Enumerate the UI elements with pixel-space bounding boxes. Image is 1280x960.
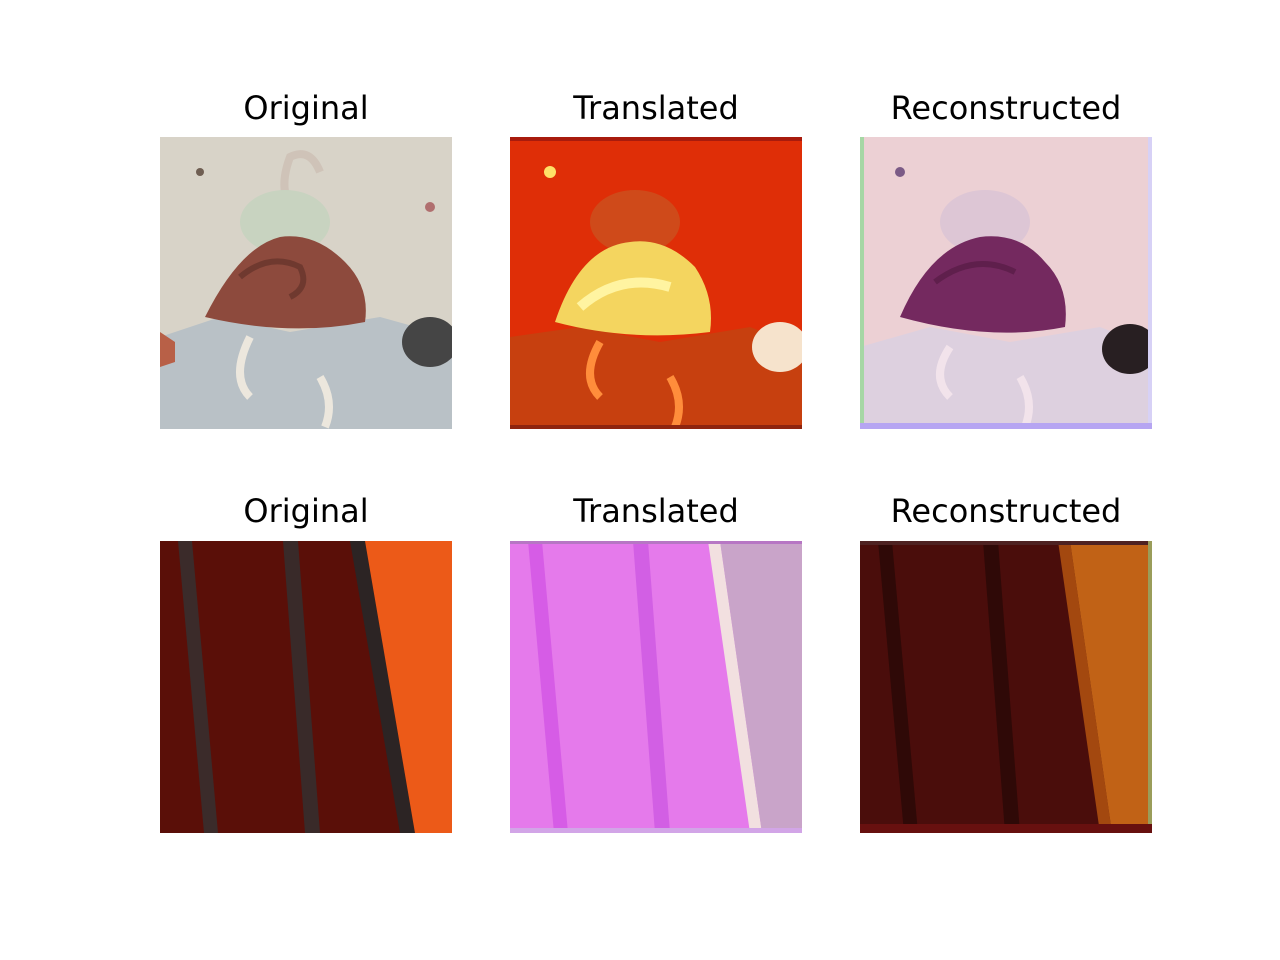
painting-translated-1-graphic	[510, 137, 802, 429]
panel-title-translated-1: Translated	[573, 89, 739, 127]
stripes-original-2-graphic	[160, 541, 452, 833]
stripes-translated-2-graphic	[510, 541, 802, 833]
painting-original-1-graphic	[160, 137, 452, 429]
painting-reconstructed-1-graphic	[860, 137, 1152, 429]
panel-title-original-1: Original	[243, 89, 369, 127]
image-reconstructed-1	[860, 137, 1152, 429]
panel-title-translated-2: Translated	[573, 492, 739, 530]
image-reconstructed-2	[860, 541, 1152, 833]
stripes-reconstructed-2-graphic	[860, 541, 1152, 833]
panel-title-original-2: Original	[243, 492, 369, 530]
image-original-2	[160, 541, 452, 833]
image-translated-1	[510, 137, 802, 429]
panel-title-reconstructed-1: Reconstructed	[890, 89, 1122, 127]
image-original-1	[160, 137, 452, 429]
image-translated-2	[510, 541, 802, 833]
panel-title-reconstructed-2: Reconstructed	[890, 492, 1122, 530]
